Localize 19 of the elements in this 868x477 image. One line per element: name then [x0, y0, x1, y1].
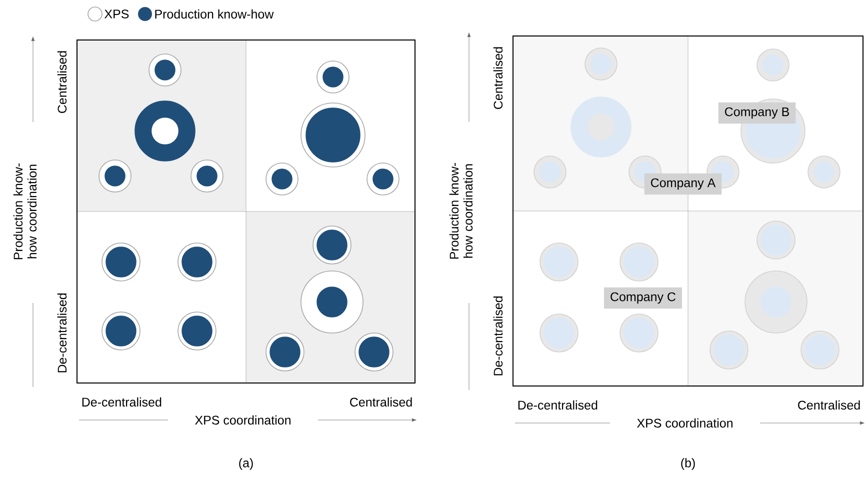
legend-label: XPS — [104, 10, 129, 18]
panel-label: (a) — [239, 458, 253, 470]
axis-label: Centralised — [57, 51, 67, 113]
axis-label: Centralised — [493, 47, 503, 109]
axis-label: Centralised — [350, 397, 412, 407]
company-label: Company C — [604, 287, 682, 309]
axis-label: De-centralised — [518, 400, 598, 410]
axis-title: Production know-how coordination — [449, 162, 473, 259]
axis-title: Production know-how coordination — [13, 163, 37, 260]
company-label: Company A — [644, 173, 722, 195]
company-label: Company B — [718, 102, 796, 124]
panel-label: (b) — [681, 458, 695, 470]
legend-label: Production know-how — [155, 9, 274, 19]
axis-label: De-centralised — [493, 296, 503, 376]
axis-label: De-centralised — [82, 397, 162, 407]
axis-label: De-centralised — [57, 294, 67, 372]
axis-title: XPS coordination — [192, 413, 294, 427]
axis-title: XPS coordination — [634, 416, 736, 430]
axis-label: Centralised — [798, 400, 860, 410]
